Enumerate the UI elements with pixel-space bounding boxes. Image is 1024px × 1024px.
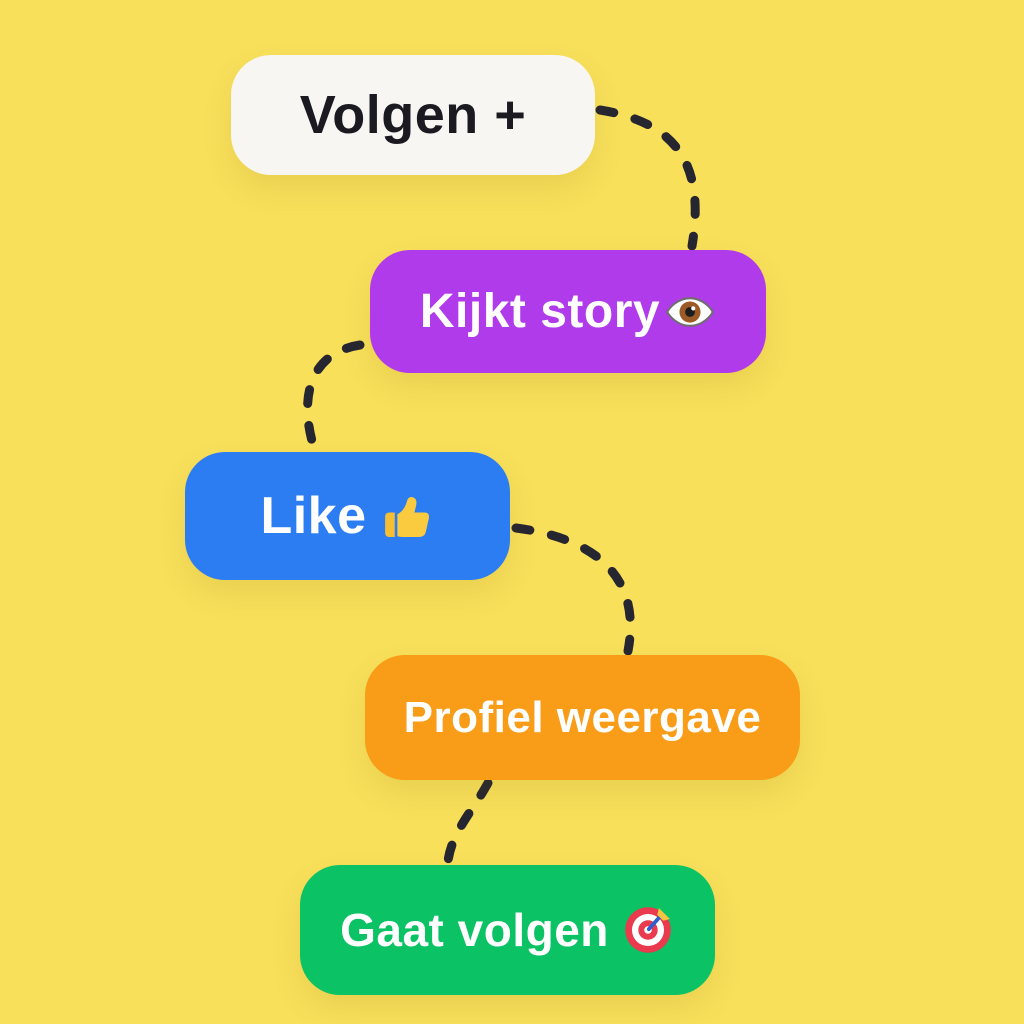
- connector-like-profiel: [511, 523, 635, 656]
- node-like-label: Like: [260, 487, 367, 545]
- connector-kijktstory-like: [303, 340, 365, 453]
- node-gaat-volgen-label: Gaat volgen: [340, 904, 609, 956]
- connector-volgen-kijktstory: [595, 105, 700, 251]
- node-gaat-volgen: Gaat volgen: [300, 865, 715, 995]
- node-profiel-weergave: Profiel weergave: [365, 655, 800, 780]
- connector-profiel-gaatvolgen: [443, 778, 493, 866]
- target-icon: [621, 903, 675, 957]
- node-profiel-weergave-label: Profiel weergave: [403, 692, 762, 742]
- thumbs-up-icon: [379, 488, 435, 544]
- node-like: Like: [185, 452, 510, 580]
- node-volgen: Volgen +: [231, 55, 595, 175]
- node-kijkt-story-label: Kijkt story: [419, 285, 661, 338]
- node-kijkt-story: Kijkt story: [370, 250, 766, 373]
- eye-icon: [664, 286, 716, 338]
- node-volgen-label: Volgen +: [299, 85, 527, 145]
